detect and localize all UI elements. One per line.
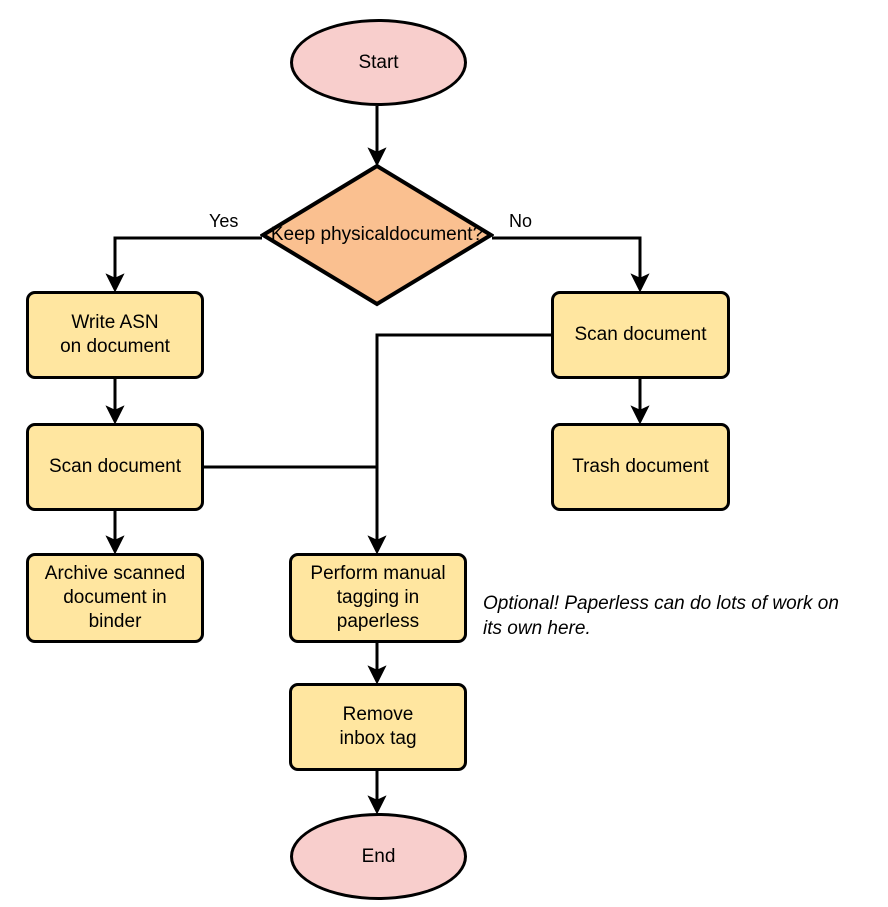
node-decision-label: Keep physical document?	[260, 163, 494, 307]
node-trash-document[interactable]: Trash document	[551, 423, 730, 511]
edge-label-no: No	[509, 211, 533, 231]
annotation-note-line1: Optional! Paperless can do lots of work …	[483, 593, 839, 614]
node-remove-inbox-tag[interactable]: Remove inbox tag	[289, 683, 467, 771]
edge-decision-no-to-scan-right	[492, 236, 650, 293]
annotation-note: Optional! Paperless can do lots of work …	[483, 591, 883, 641]
node-archive-binder-label-line2: document in	[63, 587, 167, 608]
edge-label-yes: Yes	[209, 211, 239, 231]
node-archive-binder-label-line3: binder	[88, 611, 142, 632]
node-archive-binder-label-line1: Archive scanned	[44, 563, 186, 584]
node-manual-tagging-label: Perform manual tagging in paperless	[310, 562, 445, 634]
node-write-asn-label-line1: Write ASN	[71, 312, 159, 333]
node-archive-binder[interactable]: Archive scanned document in binder	[26, 553, 204, 643]
node-manual-tagging-label-line1: Perform manual	[310, 563, 446, 584]
node-remove-inbox-tag-label-line1: Remove	[342, 704, 414, 725]
node-scan-document-right[interactable]: Scan document	[551, 291, 730, 379]
node-write-asn[interactable]: Write ASN on document	[26, 291, 204, 379]
node-end-label: End	[361, 845, 396, 867]
node-scan-document-right-label: Scan document	[574, 324, 707, 345]
node-manual-tagging[interactable]: Perform manual tagging in paperless	[289, 553, 467, 643]
edge-decision-yes-to-write-asn	[105, 236, 262, 293]
node-manual-tagging-label-line2: tagging in	[336, 587, 420, 608]
node-trash-document-label: Trash document	[572, 456, 709, 477]
node-manual-tagging-label-line3: paperless	[336, 611, 420, 632]
node-remove-inbox-tag-label-line2: inbox tag	[339, 728, 417, 749]
node-scan-document-left[interactable]: Scan document	[26, 423, 204, 511]
node-remove-inbox-tag-label: Remove inbox tag	[339, 703, 416, 751]
node-archive-binder-label: Archive scanned document in binder	[45, 562, 185, 634]
node-write-asn-label-line2: on document	[60, 336, 170, 357]
node-start[interactable]: Start	[290, 19, 467, 106]
node-decision-label-line2: document?	[389, 224, 484, 245]
node-decision[interactable]: Keep physical document?	[259, 163, 495, 307]
node-scan-document-left-label: Scan document	[48, 456, 182, 477]
decision-diamond-shape	[259, 163, 495, 307]
edge-scan-right-to-tagging	[367, 333, 552, 555]
annotation-note-line2: its own here.	[483, 618, 591, 639]
node-decision-label-line1: Keep physical	[270, 224, 390, 245]
node-start-label: Start	[358, 51, 399, 73]
node-end[interactable]: End	[290, 813, 467, 900]
node-write-asn-label: Write ASN on document	[60, 311, 170, 359]
